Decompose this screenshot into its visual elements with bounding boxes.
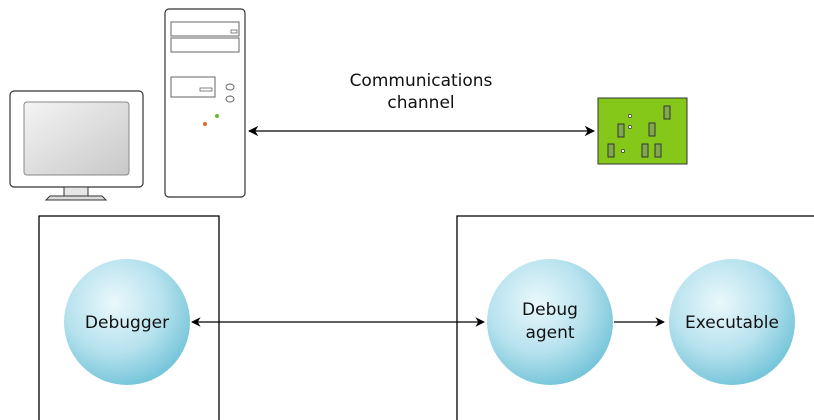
circuit-board-icon xyxy=(597,97,688,165)
executable-node: Executable xyxy=(669,259,795,385)
debugger-node: Debugger xyxy=(64,259,190,385)
debug-agent-label-line1: Debug xyxy=(522,300,578,320)
channel-label-line1: Communications xyxy=(350,71,493,91)
desktop-tower-icon xyxy=(164,8,246,198)
executable-label: Executable xyxy=(685,313,779,333)
debug-agent-label-line2: agent xyxy=(525,323,574,343)
monitor-icon xyxy=(9,90,144,201)
target-frame xyxy=(456,215,814,420)
debugger-label: Debugger xyxy=(85,313,169,333)
debug-agent-node: Debug agent xyxy=(487,259,613,385)
channel-label-line2: channel xyxy=(387,93,454,113)
